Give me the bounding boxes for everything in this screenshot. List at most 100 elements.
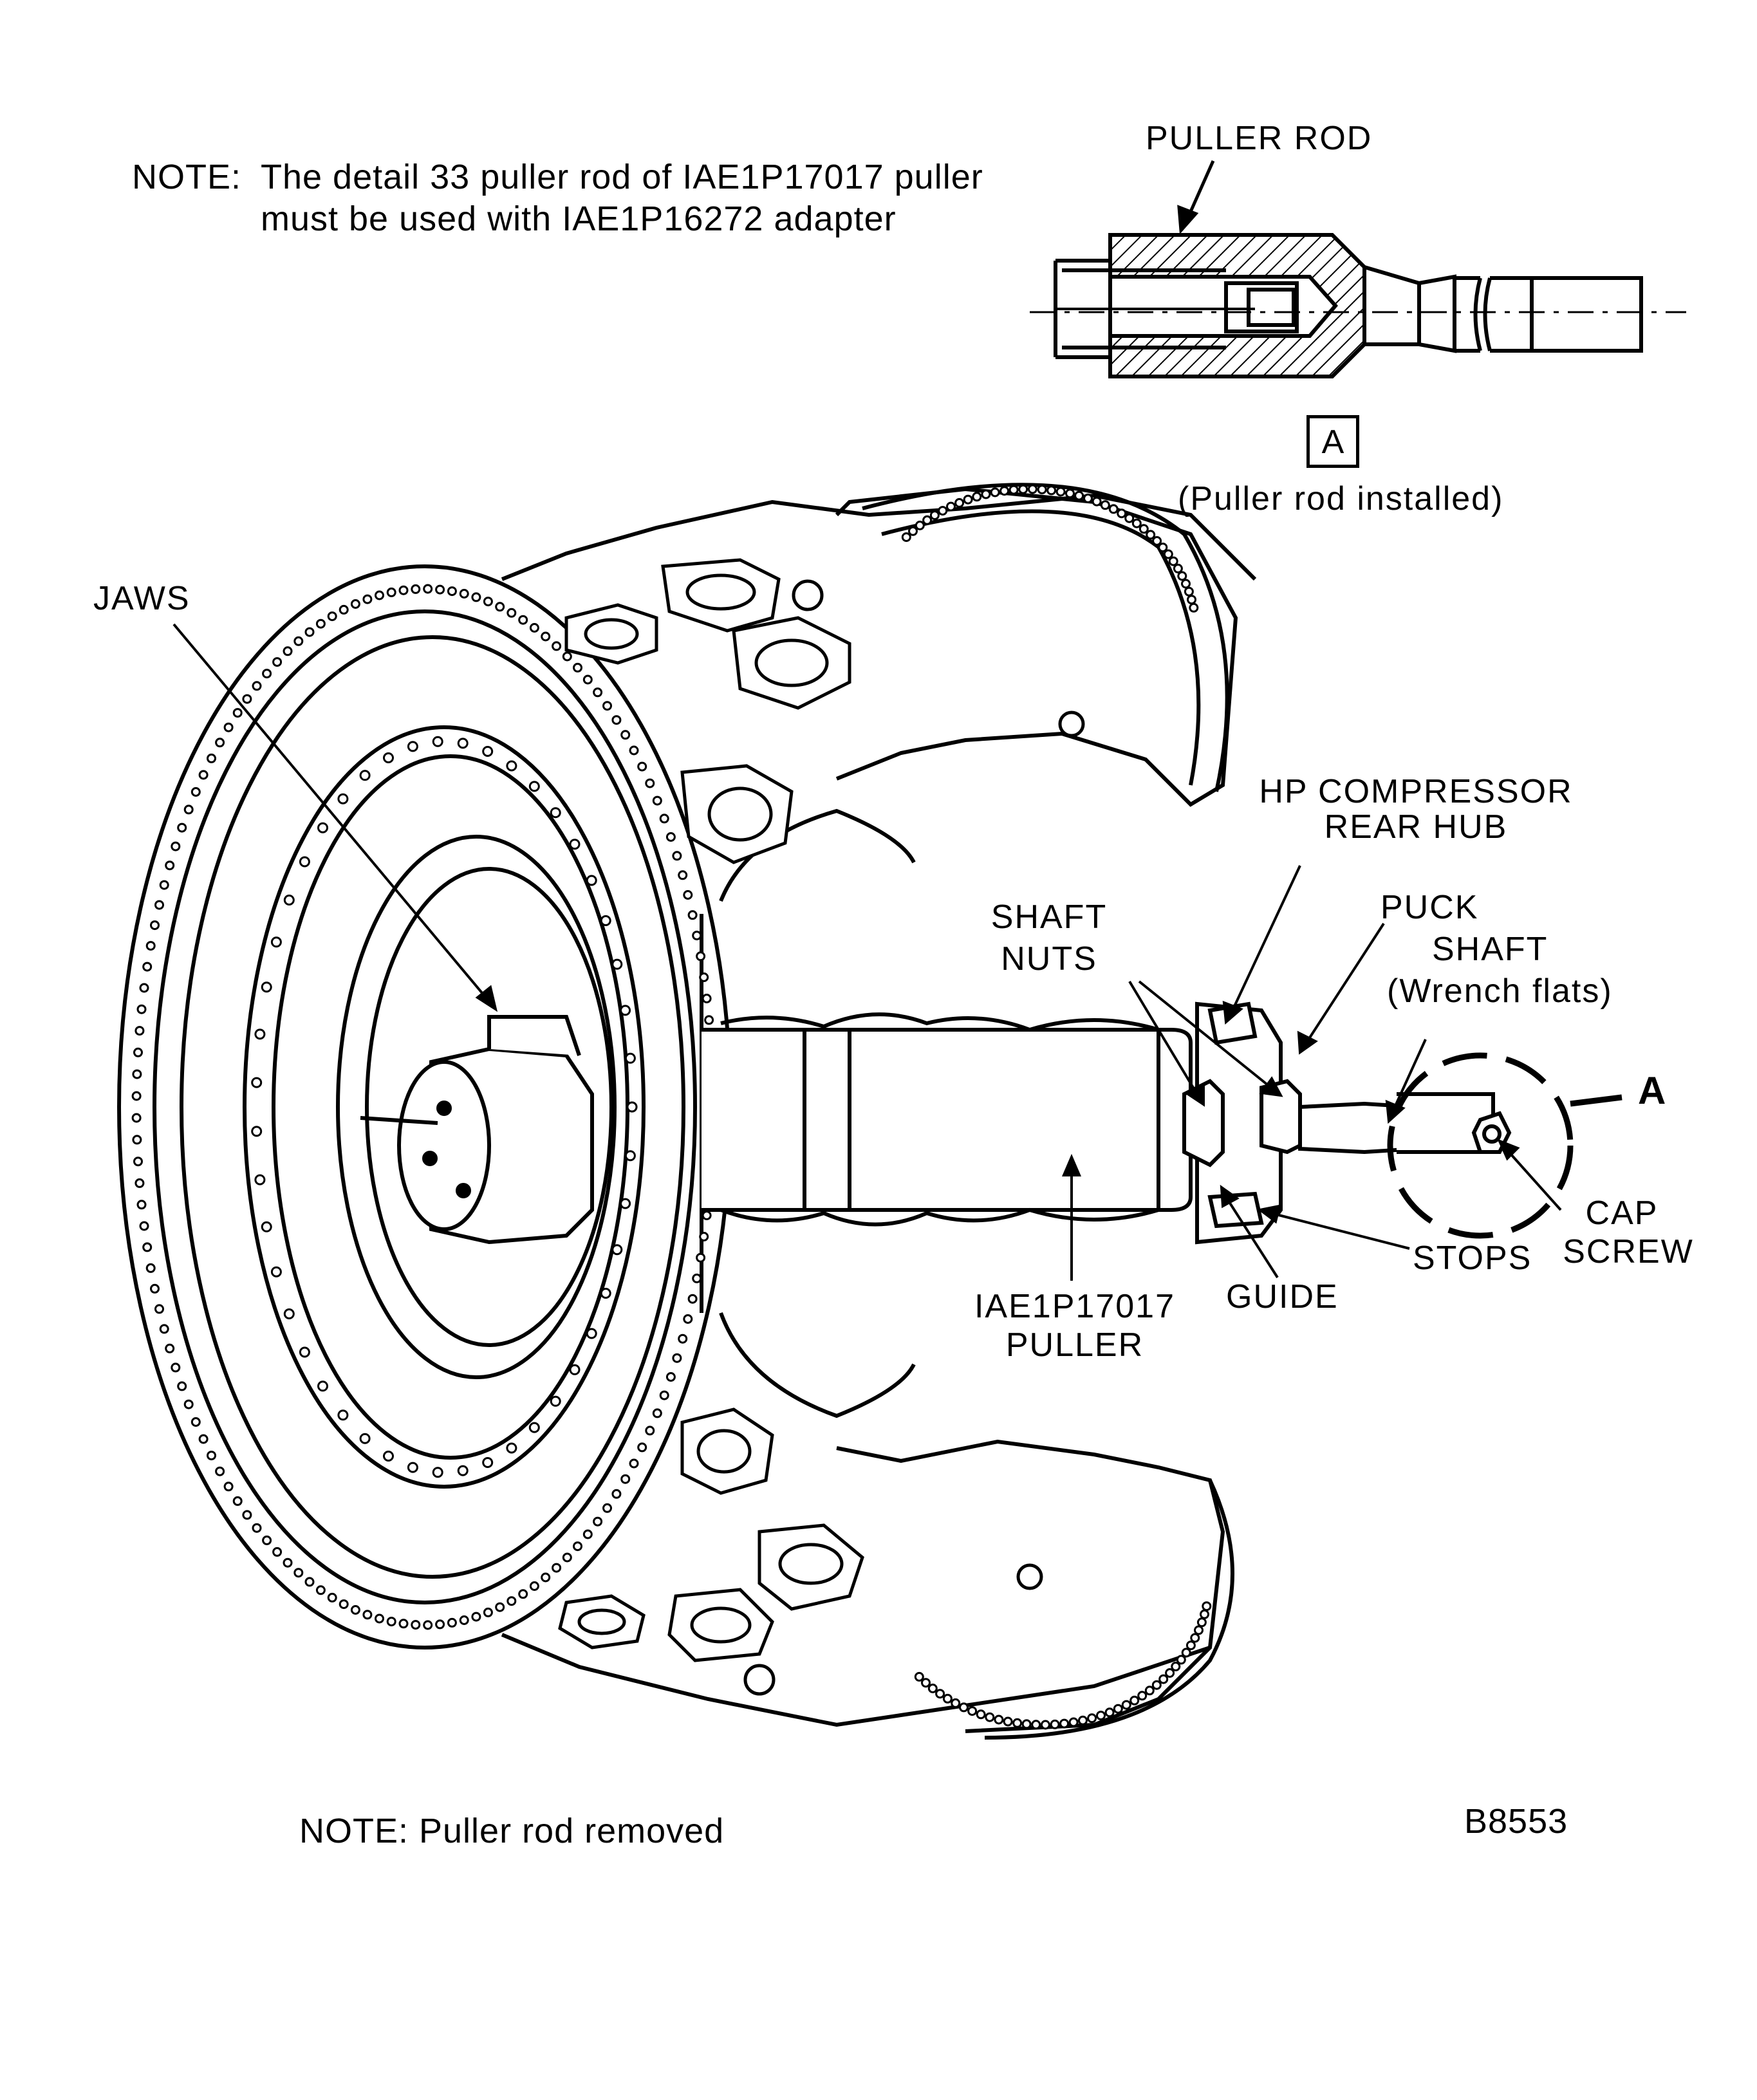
bolt-hole	[541, 1572, 551, 1583]
bolt-hole	[1100, 500, 1110, 510]
puller-body	[360, 1001, 1495, 1245]
bolt-hole	[232, 708, 243, 718]
bolt-hole	[362, 594, 373, 604]
bolt-hole	[215, 1466, 225, 1476]
bolt-hole	[692, 1273, 702, 1283]
bolt-hole	[692, 931, 702, 941]
bolt-hole	[171, 841, 181, 851]
bolt-hole	[683, 890, 693, 900]
bolt-hole	[938, 506, 948, 516]
bolt-hole	[506, 760, 517, 772]
bolt-hole	[407, 741, 418, 752]
bolt-hole	[672, 851, 682, 861]
detail-a-circle	[1387, 1052, 1622, 1239]
bolt-hole	[177, 822, 187, 833]
bolt-hole	[645, 1426, 655, 1436]
bolt-hole	[135, 1026, 145, 1036]
bolt-hole	[921, 1678, 931, 1688]
bolt-hole	[223, 1482, 234, 1492]
bolt-hole	[687, 910, 698, 920]
bolt-hole	[620, 1474, 631, 1484]
bolt-hole	[432, 736, 443, 747]
bolt-hole	[1144, 1686, 1155, 1696]
bolt-hole	[552, 1563, 562, 1573]
bolt-hole	[582, 674, 593, 685]
bolt-hole	[131, 1091, 142, 1101]
bolt-hole	[541, 631, 551, 642]
bolt-hole	[159, 1324, 169, 1334]
bottom-note: NOTE: Puller rod removed	[299, 1812, 725, 1850]
bolt-hole	[304, 1577, 315, 1587]
bolt-hole	[183, 1399, 194, 1409]
bolt-hole	[145, 1263, 156, 1273]
bolt-hole	[398, 1619, 409, 1629]
bolt-hole	[624, 1052, 636, 1064]
bolt-hole	[593, 1516, 603, 1527]
bolt-hole	[359, 1433, 371, 1444]
bolt-hole	[447, 586, 457, 597]
bolt-hole	[1031, 1720, 1041, 1730]
bolt-hole	[198, 770, 209, 780]
bolt-hole	[1108, 504, 1119, 514]
bolt-hole	[411, 1620, 421, 1630]
bolt-hole	[611, 1244, 623, 1256]
bolt-hole	[383, 1451, 394, 1462]
bolt-hole	[929, 510, 940, 521]
bolt-hole	[1184, 586, 1194, 597]
bolt-hole	[223, 722, 234, 732]
bolt-hole	[959, 1702, 969, 1713]
bolt-hole	[702, 1211, 712, 1220]
bolt-hole	[507, 608, 517, 618]
bolt-hole	[659, 1390, 669, 1400]
bolt-hole	[942, 1693, 953, 1704]
bolt-hole	[150, 1283, 160, 1294]
bolt-hole	[672, 1353, 682, 1363]
bolt-hole	[262, 1535, 272, 1545]
bolt-hole	[283, 1308, 295, 1319]
bolt-hole	[935, 1689, 945, 1699]
bolt-hole	[678, 1333, 688, 1344]
label-puck: PUCK	[1380, 889, 1479, 926]
bolt-hole	[593, 687, 603, 698]
bolt-hole	[133, 1047, 143, 1057]
bolt-hole	[183, 804, 194, 815]
bolt-hole	[435, 584, 445, 595]
case-bosses	[558, 558, 1085, 1696]
bolt-hole	[165, 1343, 175, 1353]
bolt-hole	[954, 497, 965, 508]
bolt-hole	[459, 1615, 469, 1625]
label-wrench-flats: (Wrench flats)	[1387, 972, 1613, 1010]
bolt-hole	[652, 1408, 662, 1418]
detail-a-section-view	[1030, 233, 1686, 378]
bolt-hole	[1055, 487, 1066, 497]
bolt-hole	[629, 1458, 639, 1469]
bolt-hole	[135, 1178, 145, 1188]
bolt-hole	[1068, 1717, 1079, 1727]
bolt-hole	[495, 1602, 505, 1612]
bolt-hole	[1202, 1601, 1212, 1612]
label-stops: STOPS	[1413, 1240, 1532, 1277]
bolt-hole	[963, 494, 973, 505]
bolt-hole	[1065, 488, 1075, 499]
bolt-hole	[1113, 1704, 1123, 1714]
bolt-hole	[1185, 1640, 1196, 1651]
bolt-hole	[132, 1135, 142, 1145]
bolt-hole	[683, 1314, 693, 1324]
bolt-hole	[270, 936, 282, 948]
bolt-hole	[375, 1613, 384, 1624]
bolt-hole	[562, 1552, 572, 1563]
bolt-hole	[586, 1328, 597, 1339]
bolt-hole	[990, 487, 1000, 497]
bolt-hole	[262, 669, 272, 679]
bolt-hole	[951, 1698, 961, 1708]
bolt-hole	[482, 746, 494, 757]
bolt-hole	[293, 636, 304, 646]
bolt-hole	[659, 813, 669, 824]
flange-bolt-holes	[131, 484, 1212, 1730]
bolt-hole	[339, 604, 349, 615]
bolt-hole	[529, 1581, 539, 1591]
bolt-hole	[1151, 1680, 1162, 1690]
label-shaft: SHAFT	[1432, 931, 1548, 968]
bolt-hole	[1117, 508, 1127, 519]
bolt-hole	[132, 1069, 142, 1079]
